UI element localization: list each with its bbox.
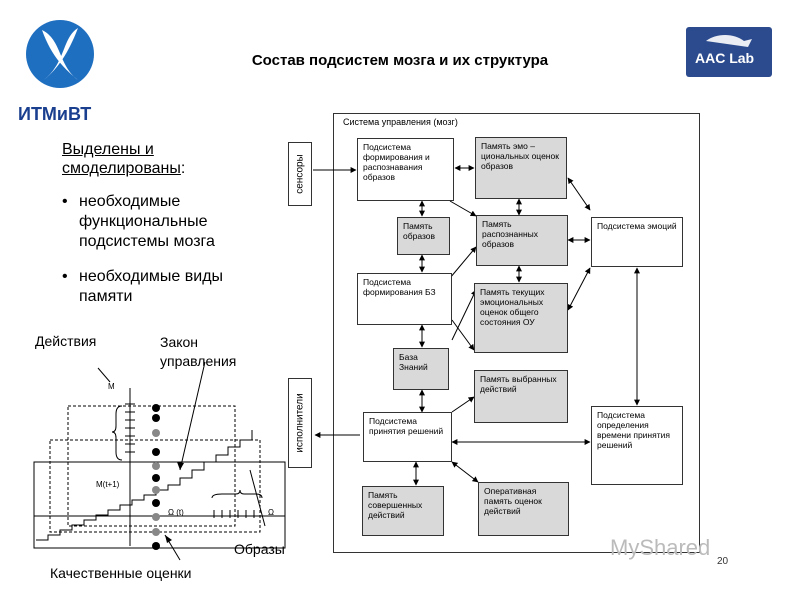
intro-line1: Выделены и — [62, 141, 154, 158]
bullet-dot-icon: • — [62, 193, 68, 210]
block-image-memory: Память образов — [397, 217, 450, 255]
block-selected-actions-memory: Память выбранных действий — [474, 370, 568, 423]
sensors-block: сенсоры — [288, 142, 312, 206]
bullet-text: необходимые виды памяти — [79, 268, 224, 305]
law-label: Закон управления — [160, 334, 237, 369]
bullet-text: необходимые функциональные подсистемы мо… — [79, 193, 215, 250]
watermark-logo: MyShared — [610, 535, 710, 561]
logo-text: ИТМиВТ — [18, 104, 92, 124]
block-decision-subsystem: Подсистема принятия решений — [363, 412, 452, 462]
aac-lab-text: AAC Lab — [695, 50, 755, 66]
actions-label: Действия — [35, 333, 97, 349]
slide-title: Состав подсистем мозга и их структура — [251, 52, 549, 69]
block-operational-evaluation-memory: Оперативная память оценок действий — [478, 482, 569, 536]
block-state-assessment-memory: Память текущих эмоциональных оценок обще… — [474, 283, 568, 353]
executors-block: исполнители — [288, 378, 312, 468]
block-emotion-subsystem: Подсистема эмоций — [591, 217, 683, 267]
images-label: Образы — [234, 541, 285, 557]
itmivt-logo — [22, 10, 98, 102]
aac-lab-logo — [686, 27, 772, 77]
block-recognition-subsystem: Подсистема формирования и распознавания … — [357, 138, 454, 201]
block-decision-time-subsystem: Подсистема определения времени принятия … — [591, 406, 683, 485]
intro-line2: смоделированы — [62, 160, 181, 177]
block-performed-actions-memory: Память совершенных действий — [362, 486, 444, 536]
intro-text: Выделены и смоделированы: — [62, 140, 262, 178]
block-emotional-image-memory: Память эмо – циональных оценок образов — [475, 137, 567, 199]
axis-omega-t-label: Ω (t) — [168, 508, 184, 517]
block-knowledge-base: База Знаний — [393, 348, 449, 390]
block-kb-formation-subsystem: Подсистема формирования БЗ — [357, 273, 452, 325]
axis-omega-label: Ω — [268, 508, 274, 517]
control-system-label: Система управления (мозг) — [343, 117, 458, 127]
axis-mt-label: M(t+1) — [96, 480, 120, 489]
block-recognized-image-memory: Память распознанных образов — [476, 215, 568, 266]
axis-m-label: M — [108, 382, 115, 391]
intro-colon: : — [180, 160, 186, 177]
page-number: 20 — [717, 556, 729, 567]
quality-label: Качественные оценки — [50, 565, 192, 581]
control-system-frame — [333, 113, 700, 553]
bullet-dot-icon: • — [62, 268, 68, 285]
watermark-text: MyShared — [610, 535, 711, 560]
